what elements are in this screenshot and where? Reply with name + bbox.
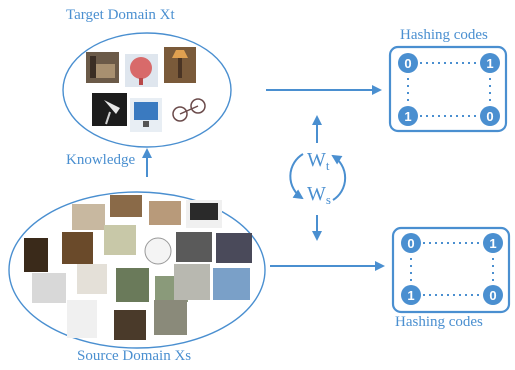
target-image-thumbnails (86, 47, 208, 132)
w-cycle-right-arrow (331, 154, 347, 201)
fan-photo (125, 54, 158, 87)
hash-box-bottom: 0 1 1 0 (391, 226, 511, 314)
wine-bottles-photo (104, 225, 136, 255)
source-domain-ellipse (8, 191, 266, 349)
monitor-photo (216, 233, 252, 263)
source-domain-title: Source Domain Xs (77, 348, 192, 364)
hashing-codes-bottom-label: Hashing codes (395, 314, 483, 330)
bike-photo (116, 268, 149, 302)
desk-lamp-photo (67, 300, 97, 338)
desk-lamp-photo (92, 93, 127, 126)
laptop-photo (186, 200, 222, 228)
bottle-photo (24, 238, 48, 272)
table-lamp-photo (114, 310, 146, 340)
hash-bottom-bit-bl: 1 (407, 288, 414, 303)
bicycle-photo (170, 92, 208, 128)
heater-photo (32, 273, 66, 303)
hashing-codes-top-label: Hashing codes (400, 27, 488, 43)
fan-photo (144, 237, 172, 265)
hash-bottom-bit-tr: 1 (489, 236, 496, 251)
lamp-photo (77, 264, 107, 294)
knowledge-label: Knowledge (66, 152, 136, 168)
lamp-photo (164, 47, 196, 83)
hash-top-bit-tr: 1 (486, 56, 493, 71)
bedroom-photo (149, 201, 181, 225)
bicycle-photo (213, 268, 250, 300)
hash-bottom-bit-br: 0 (489, 288, 496, 303)
bottles-photo (62, 232, 93, 264)
bicycle-photo (174, 264, 210, 300)
target-domain-ellipse (62, 32, 232, 148)
w-cycle-left-arrow (289, 153, 304, 200)
bed-photo (72, 204, 105, 230)
computer-photo (176, 232, 212, 262)
monitor-photo (130, 98, 162, 132)
hash-top-bit-br: 0 (486, 109, 493, 124)
target-domain-title: Target Domain Xt (66, 7, 175, 23)
w-t-label: Wt (307, 149, 330, 173)
hash-top-bit-tl: 0 (404, 56, 411, 71)
hash-box-top: 0 1 1 0 (388, 45, 508, 133)
source-image-thumbnails (24, 195, 252, 340)
lamp-photo (154, 300, 187, 335)
hash-top-bit-bl: 1 (404, 109, 411, 124)
bunk-bed-photo (110, 195, 142, 217)
bed-photo (86, 52, 119, 83)
w-s-label: Ws (307, 183, 331, 207)
hash-bottom-bit-tl: 0 (407, 236, 414, 251)
